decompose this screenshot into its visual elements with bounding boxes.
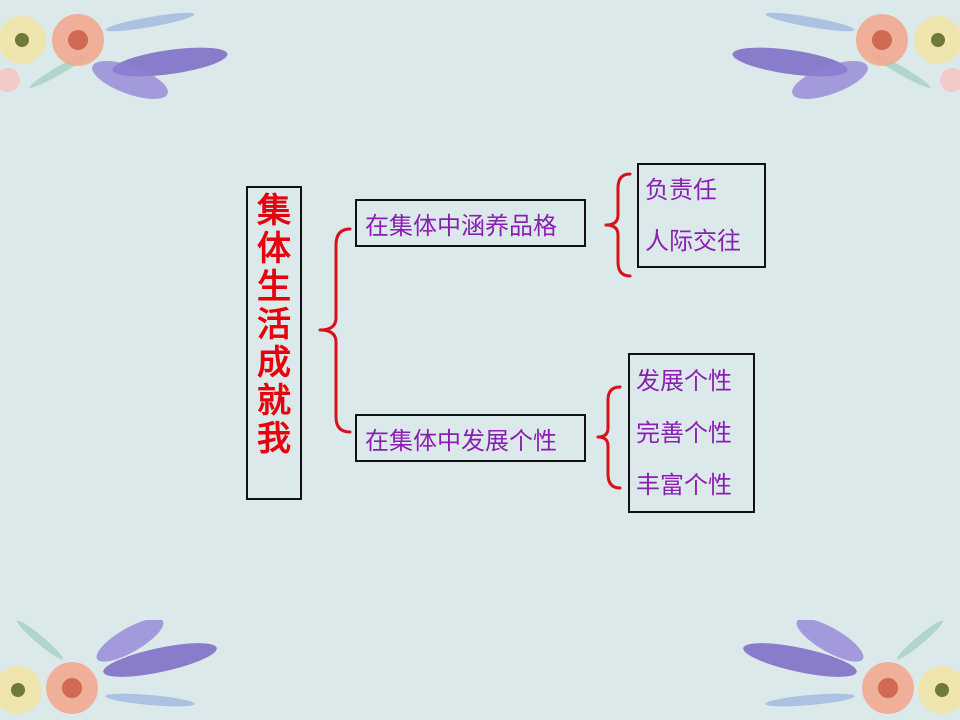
floral-decoration-bottom-right [743,620,960,714]
bracket-main [318,227,352,434]
root-label-char: 成 [257,343,291,383]
root-label-char: 集 [257,191,291,231]
bracket-branch-1 [604,172,632,278]
root-label-char: 活 [257,305,291,345]
leaf-item: 丰富个性 [636,471,732,499]
floral-decoration-top-right [732,12,960,99]
root-node: 集体生活成就我 [246,186,302,500]
bracket-branch-2 [596,385,622,490]
branch-node-cultivate-character: 在集体中涵养品格 [355,199,586,247]
floral-decoration-bottom-left [0,620,217,714]
leaf-item: 完善个性 [636,419,732,447]
leaf-item: 负责任 [645,176,717,205]
root-label-char: 我 [257,419,291,459]
leaf-group-character: 负责任 人际交往 [637,163,766,268]
leaf-item: 发展个性 [636,367,732,395]
root-label-char: 就 [257,381,291,421]
branch-node-develop-personality: 在集体中发展个性 [355,414,586,462]
leaf-group-personality: 发展个性 完善个性 丰富个性 [628,353,755,513]
root-label-char: 体 [257,229,291,269]
floral-decoration-top-left [0,12,228,99]
root-label-char: 生 [257,267,291,307]
leaf-item: 人际交往 [645,226,741,255]
